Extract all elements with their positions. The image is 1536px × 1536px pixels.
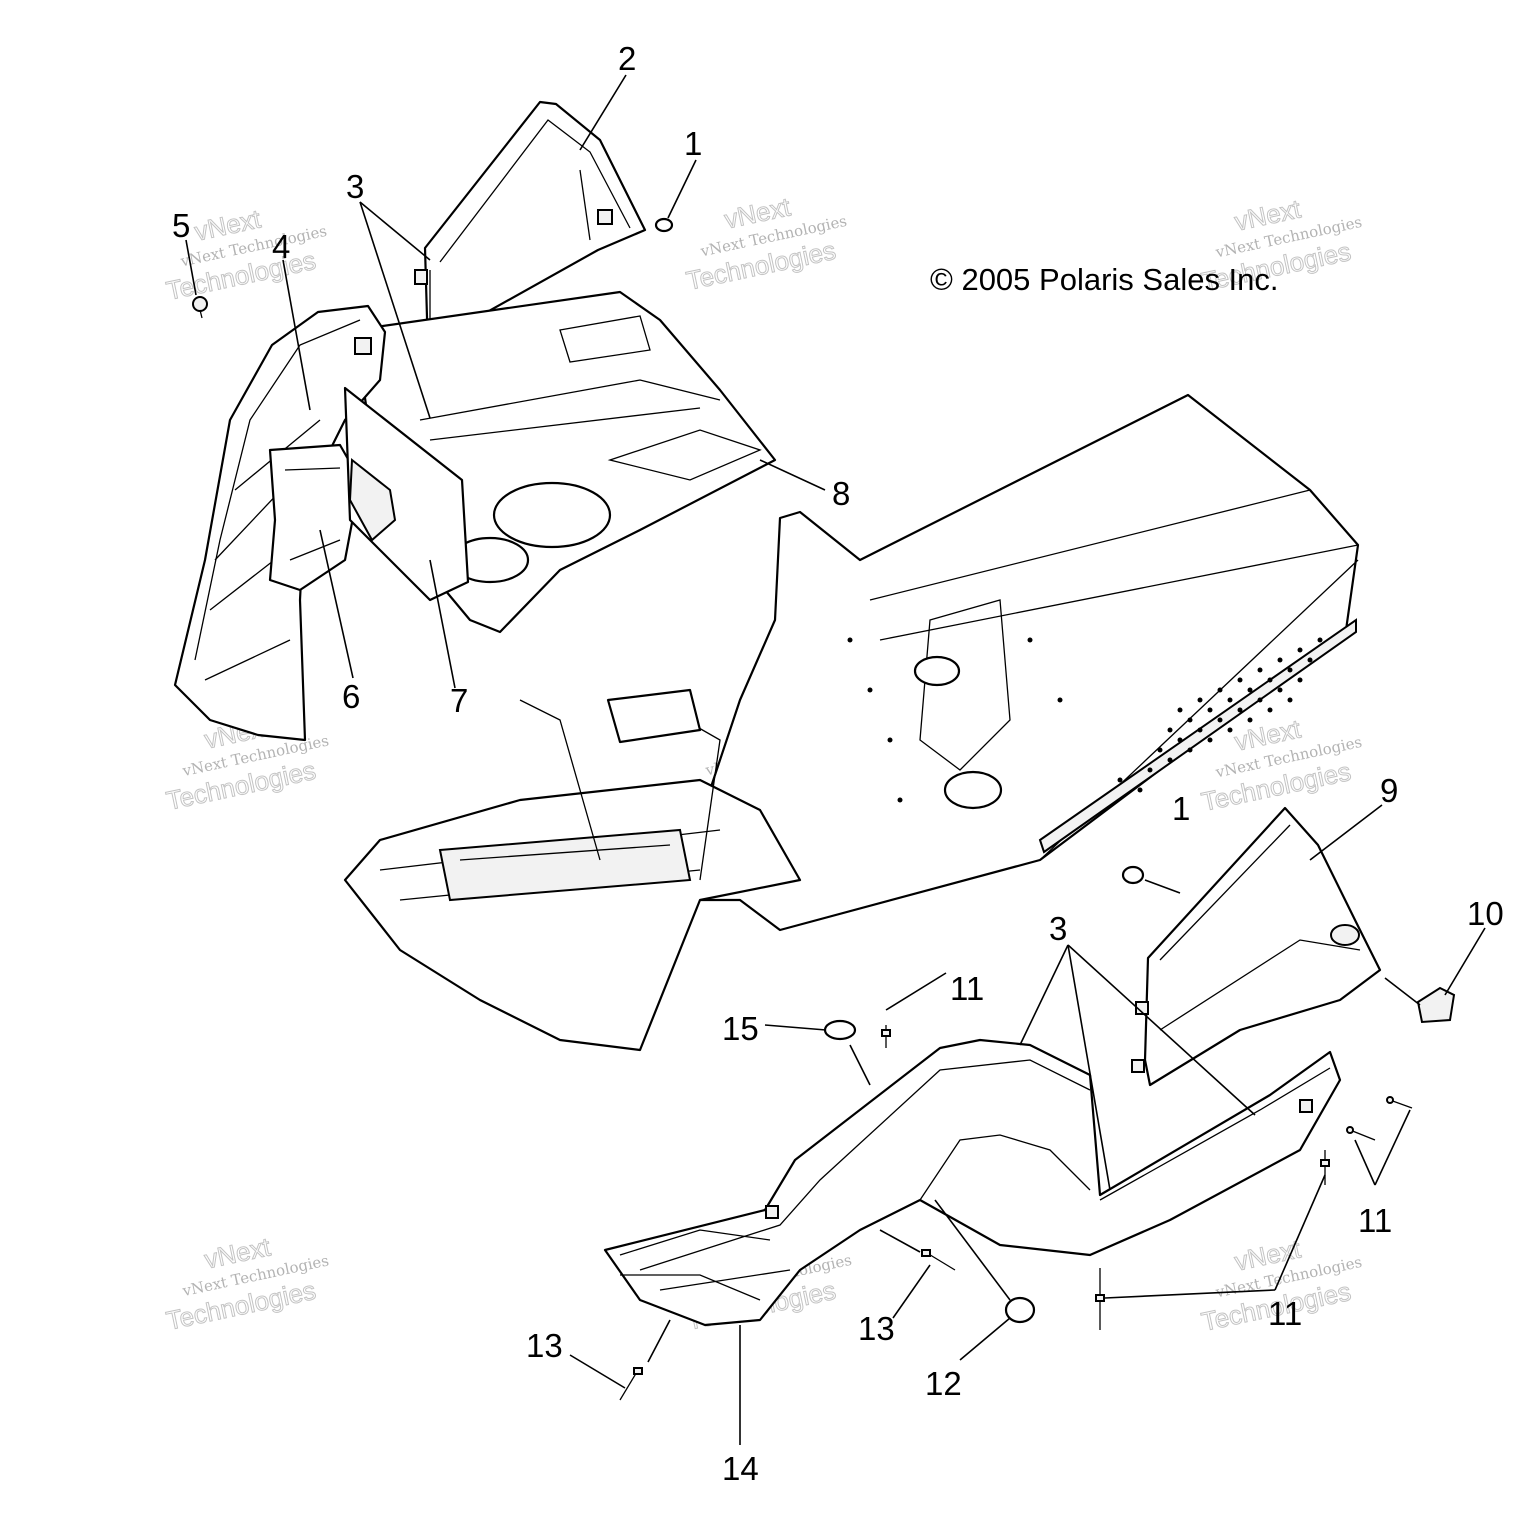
callout-11-right: 11 bbox=[1358, 1202, 1392, 1239]
fastener-1-icon bbox=[654, 217, 674, 233]
chassis-frame-icon bbox=[343, 393, 1360, 1052]
trim-14-icon bbox=[620, 1274, 761, 1301]
callout-13-left: 13 bbox=[526, 1327, 563, 1364]
callout-5: 5 bbox=[172, 207, 190, 244]
callout-9: 9 bbox=[1380, 772, 1398, 809]
callout-3-top: 3 bbox=[346, 168, 364, 205]
leader-lines bbox=[185, 74, 1486, 1445]
side-panel-9-icon bbox=[1131, 806, 1382, 1087]
fastener-1-icon bbox=[1121, 865, 1145, 885]
callout-6: 6 bbox=[342, 678, 360, 715]
callout-7: 7 bbox=[450, 682, 468, 719]
hood-shell-icon bbox=[603, 1038, 1342, 1327]
callout-12: 12 bbox=[925, 1365, 962, 1402]
callout-1-right: 1 bbox=[1172, 790, 1190, 827]
screw-5-icon bbox=[192, 296, 208, 319]
callout-2: 2 bbox=[618, 40, 636, 77]
duct-6-icon bbox=[268, 443, 362, 592]
copyright-notice: © 2005 Polaris Sales Inc. bbox=[930, 262, 1279, 297]
callout-3-bottom: 3 bbox=[1049, 910, 1067, 947]
callout-8: 8 bbox=[832, 475, 850, 512]
light-10-icon bbox=[1416, 986, 1456, 1024]
watermark-bottom-left: vNext vNext Technologies Technologies bbox=[163, 1231, 330, 1337]
callout-13-middle: 13 bbox=[858, 1310, 895, 1347]
rivet-13-icon bbox=[619, 1249, 956, 1401]
plug-12-icon bbox=[1004, 1296, 1036, 1324]
callout-1-top: 1 bbox=[684, 125, 702, 162]
rivet-11-icon bbox=[881, 1025, 1413, 1330]
callout-15: 15 bbox=[722, 1010, 759, 1047]
vent-holes bbox=[847, 637, 1323, 803]
heat-shield-7-icon bbox=[343, 386, 470, 602]
callout-11-bottom: 11 bbox=[1268, 1295, 1302, 1332]
callout-14: 14 bbox=[722, 1450, 759, 1487]
callout-10: 10 bbox=[1467, 895, 1504, 932]
callout-labels: 1 2 3 5 4 6 7 8 9 1 10 3 11 15 11 11 13 … bbox=[172, 40, 1504, 1487]
callout-4: 4 bbox=[272, 228, 290, 265]
watermark-top-center: vNext vNext Technologies Technologies bbox=[683, 191, 848, 297]
callout-11-top: 11 bbox=[950, 970, 984, 1007]
plug-15-icon bbox=[823, 1019, 857, 1041]
